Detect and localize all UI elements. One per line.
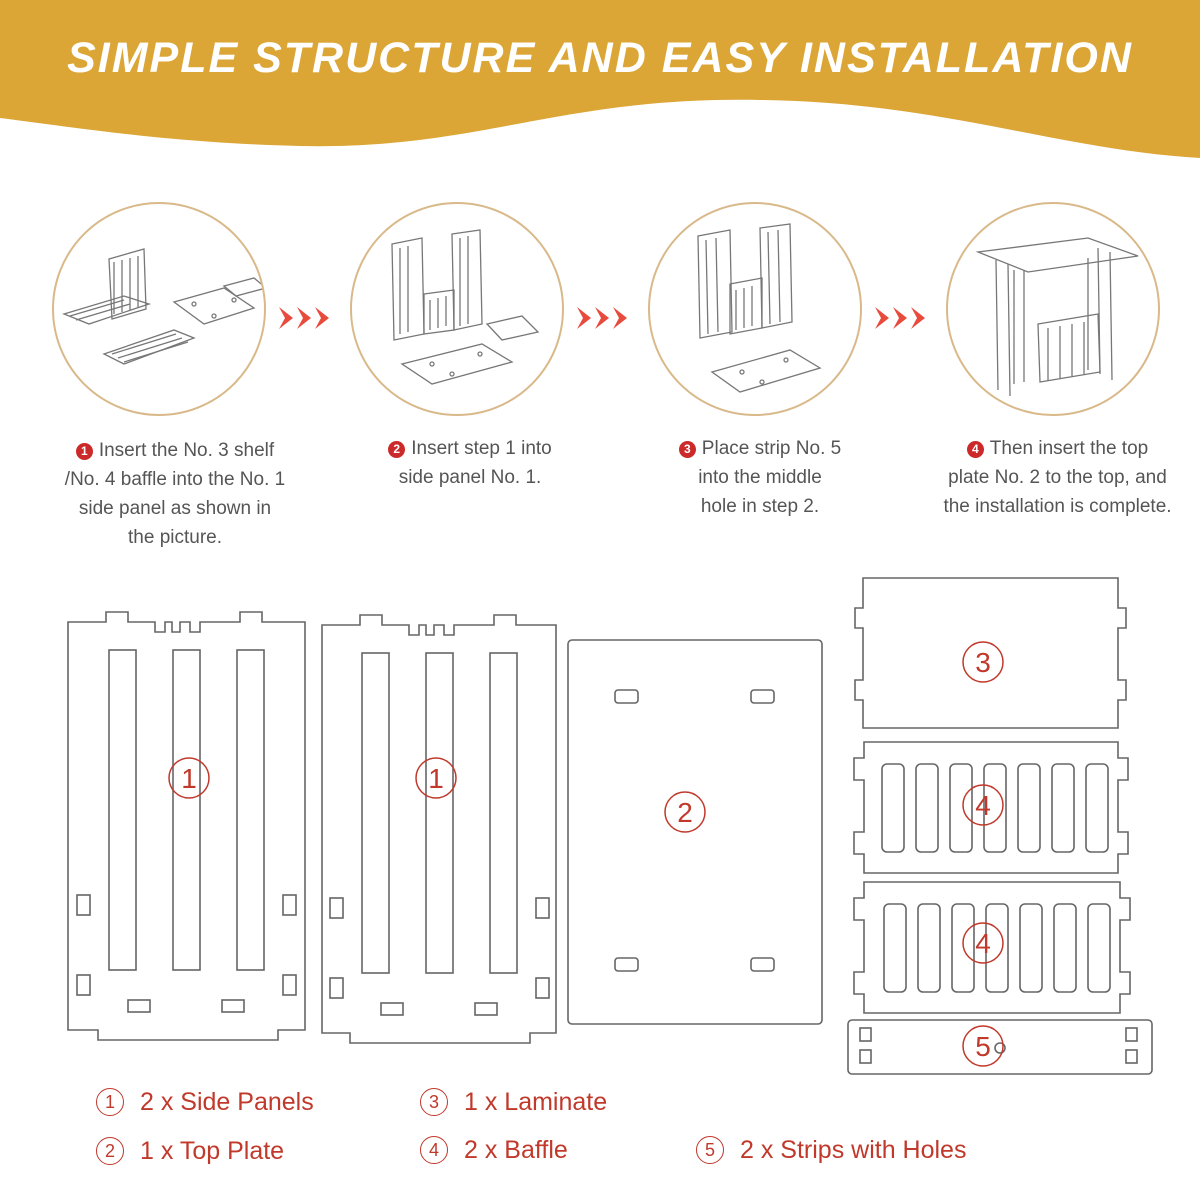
step-number-badge: 3 [678, 441, 696, 458]
step-3-text: 3 Place strip No. 5 into the middle hole … [610, 434, 910, 521]
legend-item-side-panels: 1 2 x Side Panels [96, 1088, 314, 1117]
laminate-drawing [854, 577, 1127, 729]
strip-drawing [847, 1019, 1153, 1075]
part-number-label: 1 [181, 763, 197, 794]
legend-item-laminate: 3 1 x Laminate [420, 1088, 607, 1117]
baffle-drawing [853, 741, 1129, 874]
step-4-illustration [946, 202, 1160, 416]
step-number-badge: 2 [388, 441, 406, 458]
legend-number: 4 [420, 1136, 448, 1164]
part-number-label: 4 [975, 928, 991, 959]
legend-text: 1 x Laminate [464, 1088, 608, 1116]
part-number-circle [962, 1025, 1004, 1067]
parts-diagram: 1 1 2 3 4 4 5 [67, 577, 1153, 1075]
legend-text: 2 x Baffle [464, 1136, 568, 1164]
part-number-circle [962, 641, 1004, 683]
top-plate-drawing [567, 639, 823, 1025]
step-4-line: Then insert the top [989, 438, 1149, 459]
part-number-label: 5 [975, 1031, 991, 1062]
part-number-label: 1 [428, 763, 444, 794]
part-number-label: 3 [975, 647, 991, 678]
legend-number: 5 [696, 1136, 724, 1164]
side-panel-drawing [67, 611, 306, 1041]
arrow-icon [279, 307, 329, 329]
banner-title: SIMPLE STRUCTURE AND EASY INSTALLATION [67, 34, 1133, 82]
step-1-line: the picture. [128, 527, 222, 548]
legend-text: 1 x Top Plate [140, 1137, 285, 1165]
step-1-line: side panel as shown in [78, 498, 272, 519]
step-1-illustration [52, 202, 266, 416]
step-3-illustration [648, 202, 862, 416]
step-1-line: Insert the No. 3 shelf [98, 440, 275, 461]
legend-item-baffle: 4 2 x Baffle [420, 1136, 568, 1165]
step-1-text: 1 Insert the No. 3 shelf /No. 4 baffle in… [20, 436, 330, 552]
side-panel-drawing [321, 614, 557, 1044]
step-number-badge: 1 [75, 443, 93, 460]
legend-number: 1 [96, 1088, 124, 1116]
legend-number: 3 [420, 1088, 448, 1116]
step-4-text: 4 Then insert the top plate No. 2 to the … [915, 434, 1200, 521]
step-2-illustration [350, 202, 564, 416]
part-number-circle [962, 784, 1004, 826]
arrow-icon [577, 307, 627, 329]
part-number-circle [415, 757, 457, 799]
part-number-label: 4 [975, 790, 991, 821]
step-4-line: plate No. 2 to the top, and [948, 467, 1167, 488]
step-3-line: into the middle [698, 467, 822, 488]
title-banner [0, 0, 1200, 158]
legend-item-top-plate: 2 1 x Top Plate [96, 1137, 284, 1166]
step-2-line: side panel No. 1. [398, 467, 542, 488]
step-3-line: Place strip No. 5 [701, 438, 842, 459]
arrow-icon [875, 307, 925, 329]
step-1-line: /No. 4 baffle into the No. 1 [64, 469, 286, 490]
step-2-text: 2 Insert step 1 into side panel No. 1. [320, 434, 620, 492]
step-4-line: the installation is complete. [943, 496, 1172, 517]
step-2-line: Insert step 1 into [411, 438, 552, 459]
part-number-circle [664, 791, 706, 833]
legend-text: 2 x Side Panels [140, 1088, 314, 1116]
step-number-badge: 4 [966, 441, 984, 458]
part-number-circle [168, 757, 210, 799]
baffle-drawing [853, 881, 1131, 1014]
legend-text: 2 x Strips with Holes [740, 1136, 967, 1164]
part-number-label: 2 [677, 797, 693, 828]
part-number-circle [962, 922, 1004, 964]
step-3-line: hole in step 2. [700, 496, 820, 517]
legend-number: 2 [96, 1137, 124, 1165]
legend-item-strips: 5 2 x Strips with Holes [696, 1136, 966, 1165]
